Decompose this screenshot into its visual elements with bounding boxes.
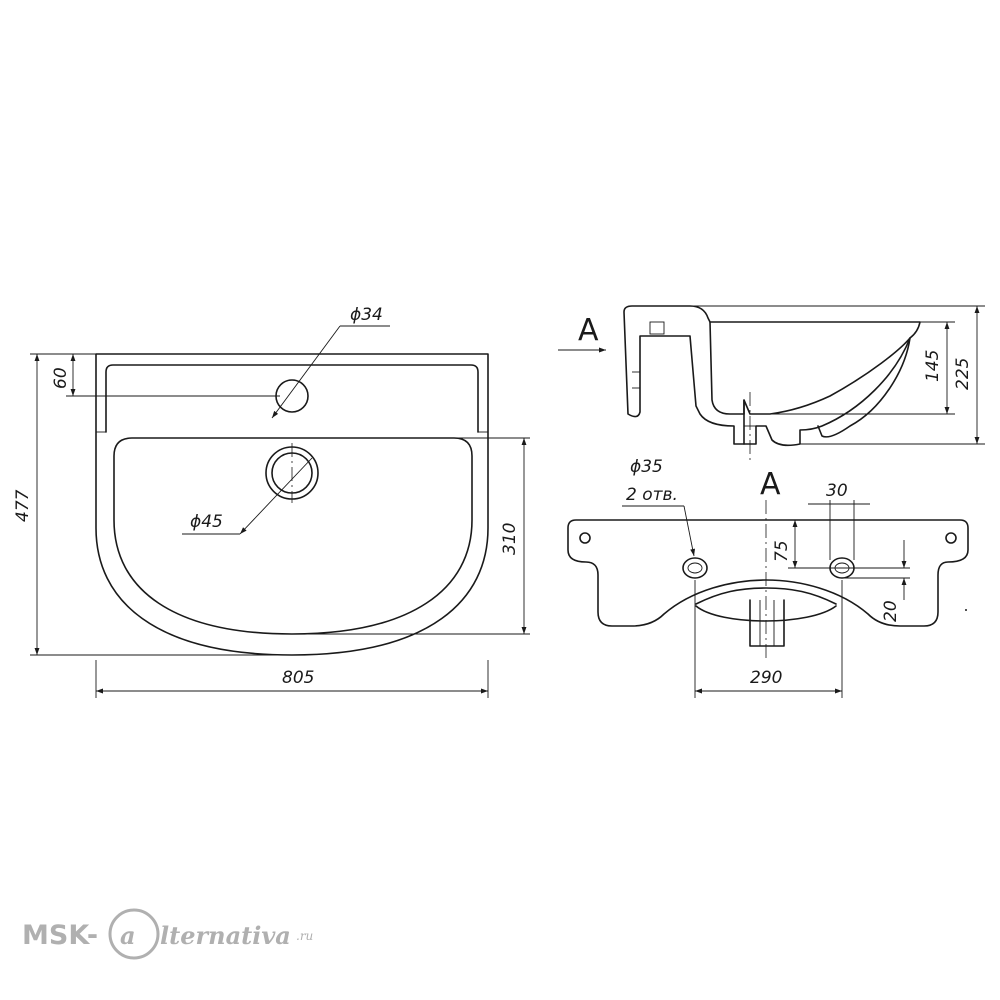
back-ledge	[105, 364, 479, 433]
side-back-wall	[623, 305, 921, 447]
corner-hole-right	[945, 532, 957, 544]
mount-hole-left	[682, 557, 708, 579]
dim-total-height: 225	[953, 358, 973, 390]
tap-hole	[275, 379, 309, 413]
dim-mount-height: 20	[881, 600, 901, 622]
dim-inner-height: 145	[923, 350, 943, 382]
dim-ledge: 60	[51, 367, 71, 389]
side-bowl-curve	[709, 321, 911, 415]
dim-depth: 477	[13, 489, 33, 522]
dim-width: 805	[282, 668, 314, 688]
corner-hole-left	[579, 532, 591, 544]
dim-bowl-depth: 310	[500, 523, 520, 555]
logo-domain: .ru	[296, 929, 313, 943]
dim-tap-hole: ϕ34	[350, 305, 383, 325]
dim-mount-hole: ϕ35	[630, 457, 663, 477]
dim-mount-spacing: 290	[750, 668, 782, 688]
view-a-outline	[567, 519, 969, 627]
view-a-label: A	[760, 467, 781, 502]
bowl-outline	[113, 437, 473, 635]
section-arrow-label: A	[578, 313, 599, 348]
dim-mount-offset: 75	[772, 540, 792, 562]
top-view: ϕ34 ϕ45 805 477 60 310	[13, 305, 530, 698]
view-a: A ϕ35 2 отв. 30 75	[567, 457, 969, 698]
dim-mount-count: 2 отв.	[626, 485, 678, 505]
side-view: A 145 225	[558, 305, 985, 460]
logo-letter: a	[120, 921, 136, 950]
dim-drain: ϕ45	[190, 512, 223, 532]
dim-mount-size: 30	[826, 481, 848, 501]
brand-logo: MSK- a lternativa .ru	[22, 908, 313, 960]
logo-suffix: lternativa	[160, 921, 291, 950]
logo-prefix: MSK-	[22, 920, 98, 951]
basin-outline-outer	[95, 353, 489, 656]
